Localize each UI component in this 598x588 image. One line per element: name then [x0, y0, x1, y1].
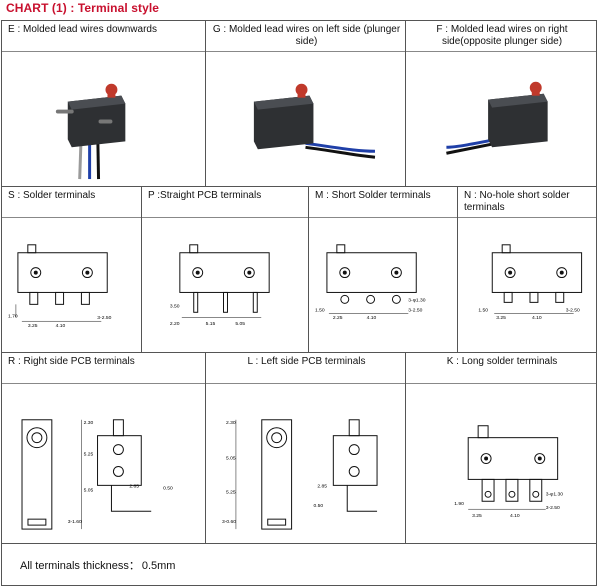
dim-r-1: 5.25 — [84, 452, 94, 458]
cell-k: K : Long solder terminals 1.90 3.25 — [406, 353, 596, 543]
dim-k-3: 3-φ1.30 — [546, 491, 564, 497]
dim-l-0: 2.30 — [226, 420, 236, 426]
drawing-l: 2.30 5.05 5.25 3-0.60 2.85 0.50 — [206, 384, 405, 543]
dim-s-0: 1.70 — [8, 313, 18, 319]
dim-m-0: 1.50 — [315, 307, 325, 313]
dim-k-0: 1.90 — [454, 501, 464, 507]
cell-p-label: P :Straight PCB terminals — [142, 187, 308, 218]
dim-k-2: 4.10 — [510, 513, 520, 519]
dim-p-1: 2.20 — [170, 321, 180, 327]
cell-s: S : Solder terminals 1.70 3.25 4.10 3-2.… — [2, 187, 142, 352]
cell-p: P :Straight PCB terminals 3.50 2.20 5.15… — [142, 187, 309, 352]
cell-k-label: K : Long solder terminals — [406, 353, 596, 384]
dim-m-3: 3-φ1.30 — [408, 297, 426, 303]
cell-l-label: L : Left side PCB terminals — [206, 353, 405, 384]
terminal-style-table: E : Molded lead wires downwards G : Mold… — [1, 20, 597, 586]
photo-f — [406, 52, 596, 186]
cell-m: M : Short Solder terminals 1.50 2.25 4.1… — [309, 187, 458, 352]
photo-e — [2, 52, 205, 186]
dim-s-3: 3-2.50 — [97, 315, 111, 321]
dim-l-4: 2.85 — [317, 483, 327, 489]
dim-r-4: 2.85 — [129, 483, 139, 489]
row-solder-pcb-terminals: S : Solder terminals 1.70 3.25 4.10 3-2.… — [2, 187, 596, 353]
row-thickness-note: All terminals thickness：0.5mm — [2, 544, 596, 586]
cell-f-label: F : Molded lead wires on right side(oppo… — [406, 21, 596, 52]
cell-n: N : No-hole short solder terminals 1.50 … — [458, 187, 596, 352]
thickness-label: All terminals thickness： — [20, 560, 140, 572]
cell-f: F : Molded lead wires on right side(oppo… — [406, 21, 596, 186]
terminal-thickness-note: All terminals thickness：0.5mm — [20, 557, 175, 573]
dim-l-5: 0.50 — [313, 503, 323, 509]
dim-l-2: 5.25 — [226, 489, 236, 495]
dim-s-2: 4.10 — [56, 323, 66, 329]
row-molded-lead-wires: E : Molded lead wires downwards G : Mold… — [2, 21, 596, 187]
dim-n-2: 4.10 — [532, 315, 542, 321]
cell-g: G : Molded lead wires on left side (plun… — [206, 21, 406, 186]
chart-title: CHART (1) : Terminal style — [6, 1, 160, 15]
dim-k-1: 3.25 — [472, 513, 482, 519]
drawing-r: 2.30 5.25 5.05 3-1.60 2.85 0.50 — [2, 384, 205, 543]
dim-p-0: 3.50 — [170, 303, 180, 309]
drawing-p: 3.50 2.20 5.15 5.05 — [142, 218, 308, 352]
dim-n-3: 3-2.50 — [566, 307, 580, 313]
dim-m-4: 3-2.50 — [408, 307, 422, 313]
cell-m-label: M : Short Solder terminals — [309, 187, 457, 218]
cell-e-label: E : Molded lead wires downwards — [2, 21, 205, 52]
cell-s-label: S : Solder terminals — [2, 187, 141, 218]
dim-n-1: 3.25 — [496, 315, 506, 321]
dim-n-0: 1.50 — [478, 307, 488, 313]
dim-s-1: 3.25 — [28, 323, 38, 329]
cell-e: E : Molded lead wires downwards — [2, 21, 206, 186]
dim-r-0: 2.30 — [84, 420, 94, 426]
dim-p-3: 5.05 — [235, 321, 245, 327]
photo-g — [206, 52, 405, 186]
row-side-pcb-long-solder: R : Right side PCB terminals 2.30 5.25 5… — [2, 353, 596, 544]
drawing-n: 1.50 3.25 4.10 3-2.50 — [458, 218, 596, 352]
cell-l: L : Left side PCB terminals 2.30 5.05 5.… — [206, 353, 406, 543]
drawing-m: 1.50 2.25 4.10 3-φ1.30 3-2.50 — [309, 218, 457, 352]
drawing-k: 1.90 3.25 4.10 3-φ1.30 3-2.50 — [406, 384, 596, 543]
dim-l-1: 5.05 — [226, 456, 236, 462]
dim-l-3: 3-0.60 — [222, 519, 236, 525]
dim-r-2: 5.05 — [84, 487, 94, 493]
thickness-value: 0.5mm — [141, 560, 176, 572]
drawing-s: 1.70 3.25 4.10 3-2.50 — [2, 218, 141, 352]
dim-m-1: 2.25 — [333, 315, 343, 321]
cell-n-label: N : No-hole short solder terminals — [458, 187, 596, 218]
cell-r-label: R : Right side PCB terminals — [2, 353, 205, 384]
cell-r: R : Right side PCB terminals 2.30 5.25 5… — [2, 353, 206, 543]
dim-r-5: 0.50 — [163, 485, 173, 491]
dim-r-3: 3-1.60 — [68, 519, 82, 525]
dim-k-4: 3-2.50 — [546, 505, 560, 511]
dim-m-2: 4.10 — [367, 315, 377, 321]
cell-g-label: G : Molded lead wires on left side (plun… — [206, 21, 405, 52]
dim-p-2: 5.15 — [206, 321, 216, 327]
